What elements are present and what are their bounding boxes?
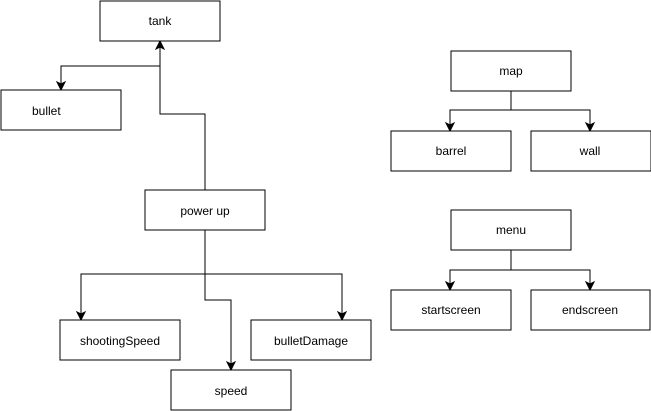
- node-menu-label: menu: [496, 223, 526, 237]
- node-startscreen[interactable]: startscreen: [390, 289, 512, 331]
- node-wall[interactable]: wall: [530, 130, 651, 172]
- node-shooting-speed[interactable]: shootingSpeed: [59, 319, 181, 361]
- node-power-up-label: power up: [180, 204, 230, 218]
- edge-map-to-wall: [511, 109, 591, 125]
- edges: [55, 39, 596, 372]
- arrowhead-wall: [584, 121, 596, 133]
- node-bullet[interactable]: bullet: [0, 89, 122, 131]
- node-bullet-label: bullet: [32, 104, 61, 118]
- arrowhead-startscreen: [444, 280, 456, 292]
- node-tank[interactable]: tank: [99, 0, 221, 42]
- edge-powerup-to-tank: [159, 47, 206, 190]
- edge-tank-to-bullet: [60, 54, 161, 84]
- edge-powerup-to-speed: [204, 274, 232, 364]
- node-endscreen-label: endscreen: [562, 303, 618, 317]
- arrowhead-shootingspeed: [75, 310, 87, 322]
- edge-map-to-barrel: [449, 109, 511, 125]
- node-menu[interactable]: menu: [450, 209, 572, 251]
- node-barrel-label: barrel: [436, 144, 467, 158]
- arrowhead-endscreen: [584, 280, 596, 292]
- arrowhead-bullet: [55, 80, 67, 92]
- node-wall-label: wall: [579, 144, 601, 158]
- node-endscreen[interactable]: endscreen: [530, 289, 651, 331]
- node-shooting-speed-label: shootingSpeed: [80, 334, 160, 348]
- arrowhead-tank: [154, 39, 166, 51]
- node-map[interactable]: map: [450, 50, 572, 92]
- node-speed[interactable]: speed: [170, 369, 292, 411]
- arrowhead-barrel: [444, 121, 456, 133]
- node-tank-label: tank: [149, 14, 173, 28]
- edge-powerup-to-bulletdamage: [205, 273, 343, 314]
- arrowhead-speed: [225, 360, 237, 372]
- arrowhead-bulletdamage: [336, 310, 348, 322]
- node-bullet-damage[interactable]: bulletDamage: [250, 319, 372, 361]
- node-power-up[interactable]: power up: [144, 189, 266, 231]
- node-startscreen-label: startscreen: [421, 303, 480, 317]
- node-barrel[interactable]: barrel: [390, 130, 512, 172]
- node-speed-label: speed: [215, 384, 248, 398]
- node-map-label: map: [499, 64, 523, 78]
- edge-powerup-to-shootingspeed: [80, 273, 205, 314]
- node-bullet-damage-label: bulletDamage: [274, 334, 348, 348]
- edge-menu-to-startscreen: [449, 269, 511, 284]
- edge-menu-to-endscreen: [511, 269, 591, 284]
